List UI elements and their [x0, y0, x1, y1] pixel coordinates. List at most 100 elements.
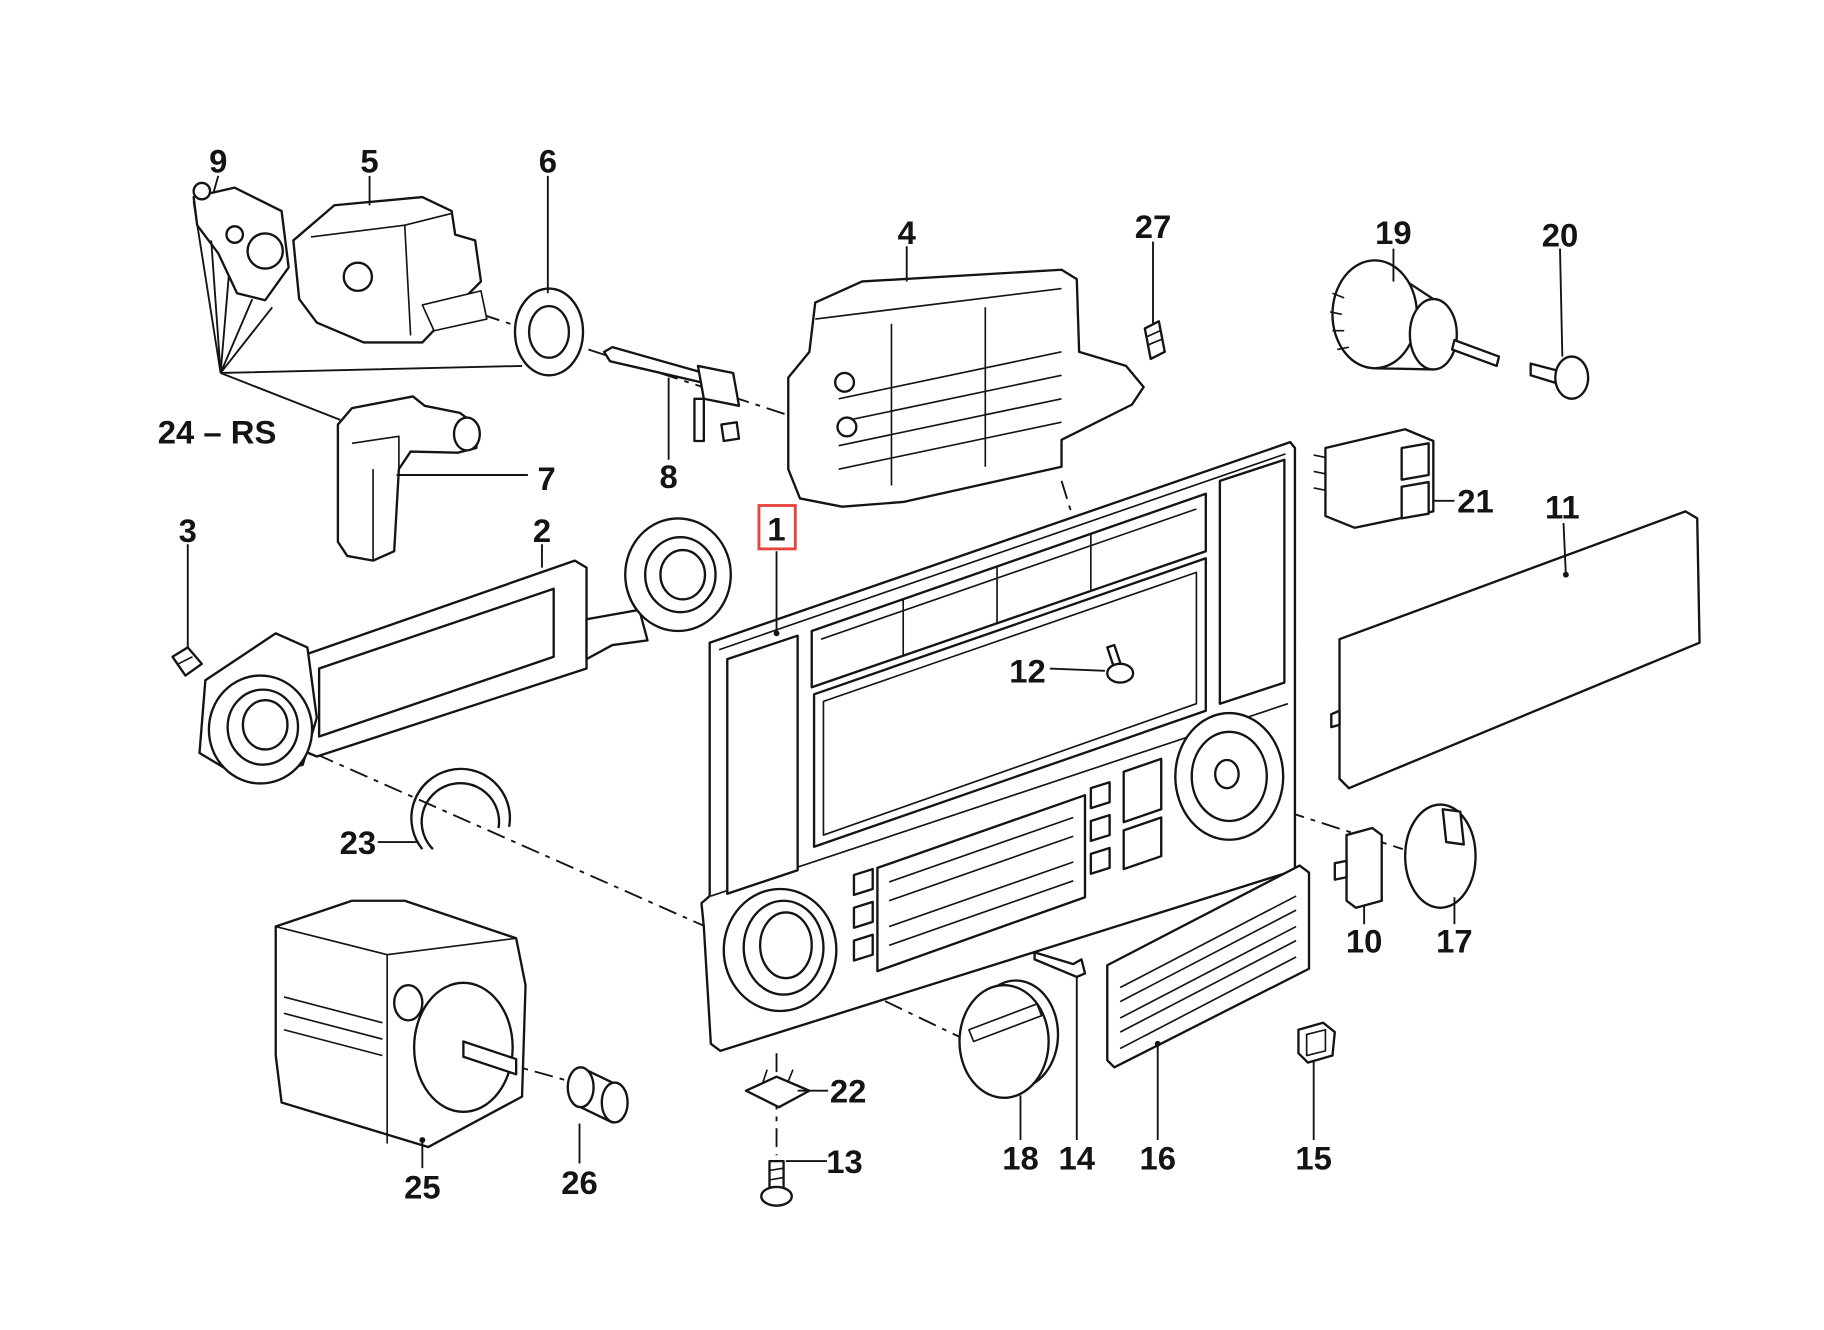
actuator-mount-tab [421, 290, 488, 332]
panel-right-window [1218, 458, 1286, 705]
clip-3-edge [178, 656, 193, 665]
callout-18[interactable]: 18 [1002, 1139, 1039, 1176]
callout-6[interactable]: 6 [539, 142, 557, 179]
mechanism-frame [787, 268, 1145, 508]
part-13-screw [760, 1159, 793, 1207]
panel-slot-dividers [820, 508, 1197, 656]
leader-dot-11 [1562, 571, 1569, 578]
leader-24-rs-fan [192, 201, 523, 421]
gear-inner [527, 304, 571, 359]
callout-4[interactable]: 4 [898, 214, 917, 251]
part-26-sleeve [566, 1066, 629, 1124]
panel-display-window [812, 557, 1207, 848]
callout-11[interactable]: 11 [1545, 488, 1580, 525]
part-8-rod-assembly [602, 345, 741, 443]
rod-end-block [720, 421, 741, 443]
leader-20 [1559, 248, 1564, 357]
sleeve-end-left [566, 1066, 595, 1109]
plug-tab [1333, 859, 1348, 881]
leader-12 [1049, 667, 1105, 672]
selected-callout-box [757, 504, 797, 551]
right-ring-core [659, 548, 707, 601]
callout-27[interactable]: 27 [1135, 208, 1172, 245]
part-11-cover-plate [1330, 510, 1701, 790]
part-10-plug [1333, 826, 1383, 909]
callout-16[interactable]: 16 [1139, 1139, 1176, 1176]
actuator-shaft [342, 261, 374, 293]
screw-14-body [1033, 951, 1087, 979]
part-22-clip-nut [744, 1069, 811, 1109]
callout-26[interactable]: 26 [561, 1164, 598, 1201]
callout-9[interactable]: 9 [209, 142, 227, 179]
sleeve-end-right [600, 1081, 629, 1124]
switch-button-lower [1400, 480, 1430, 520]
part-1-front-panel [700, 440, 1297, 1053]
panel-button-tall-1 [1122, 757, 1163, 824]
callout-20[interactable]: 20 [1542, 216, 1579, 253]
part-3-clip [171, 646, 204, 677]
screw-12-head [1106, 662, 1135, 684]
screw-13-head [760, 1185, 793, 1207]
leader-11 [1562, 523, 1567, 575]
box-edges [275, 925, 517, 1144]
callout-2[interactable]: 2 [533, 512, 551, 549]
callout-21[interactable]: 21 [1457, 483, 1494, 520]
switch-block-pins [1313, 454, 1326, 492]
panel-button-mid-3 [1089, 846, 1111, 875]
arc-clip-inner [420, 782, 501, 850]
screw-27-body [1143, 320, 1166, 361]
switch-face [1331, 259, 1419, 370]
panel-display-inner [822, 571, 1198, 836]
callout-labels: 1 2 3 4 5 6 7 8 9 10 11 12 13 14 15 16 1… [158, 142, 1580, 1205]
part-14-screw [1033, 951, 1087, 979]
part-21-switch-block [1313, 428, 1435, 529]
part-9-lever [192, 181, 290, 302]
screw-27-thread [1146, 329, 1163, 346]
callout-8[interactable]: 8 [660, 458, 678, 495]
callout-10[interactable]: 10 [1346, 922, 1383, 959]
callout-22[interactable]: 22 [830, 1072, 867, 1109]
cover-plate-tab [1330, 709, 1341, 729]
panel-left-window [726, 634, 799, 895]
callout-17[interactable]: 17 [1436, 922, 1473, 959]
callout-14[interactable]: 14 [1059, 1139, 1096, 1176]
callout-24-rs[interactable]: 24 – RS [158, 413, 277, 450]
frame-window [317, 587, 555, 738]
clip-15-inner [1305, 1028, 1327, 1057]
part-2-frame [198, 517, 732, 785]
leader-9 [212, 175, 220, 193]
bracket-ridge [351, 435, 400, 561]
frame-arm [585, 608, 649, 661]
callout-3[interactable]: 3 [179, 512, 197, 549]
knob-18-grip [968, 1003, 1043, 1043]
callout-5[interactable]: 5 [360, 142, 378, 179]
part-6-gear-ring [513, 287, 585, 377]
lever-body [192, 186, 290, 302]
part-19-rotary-switch [1329, 259, 1501, 371]
callout-1[interactable]: 1 [767, 511, 785, 548]
callout-13[interactable]: 13 [826, 1143, 863, 1180]
part-27-screw [1143, 320, 1166, 361]
panel-left-dial-core [758, 911, 813, 980]
panel-slider-area [876, 794, 1087, 973]
part-4-control-mechanism [787, 268, 1145, 508]
part-25-blower-box [274, 899, 527, 1149]
switch-button-upper [1400, 442, 1430, 481]
callout-15[interactable]: 15 [1295, 1139, 1332, 1176]
callout-25[interactable]: 25 [404, 1169, 441, 1206]
bracket-boss [452, 416, 481, 452]
part-20-screw [1529, 355, 1590, 400]
clip-nut-tabs [761, 1069, 794, 1084]
leader-dot-1 [773, 630, 780, 637]
switch-pins [1329, 292, 1350, 351]
panel-button-tall-2 [1122, 816, 1163, 871]
clip-3-body [171, 646, 204, 677]
callout-19[interactable]: 19 [1375, 214, 1412, 251]
callout-12[interactable]: 12 [1009, 653, 1046, 690]
panel-right-dial-core [1214, 758, 1240, 790]
clip-15-body [1297, 1021, 1336, 1064]
callout-7[interactable]: 7 [538, 460, 556, 497]
callout-23[interactable]: 23 [340, 824, 377, 861]
panel-button-mid-1 [1089, 781, 1111, 810]
